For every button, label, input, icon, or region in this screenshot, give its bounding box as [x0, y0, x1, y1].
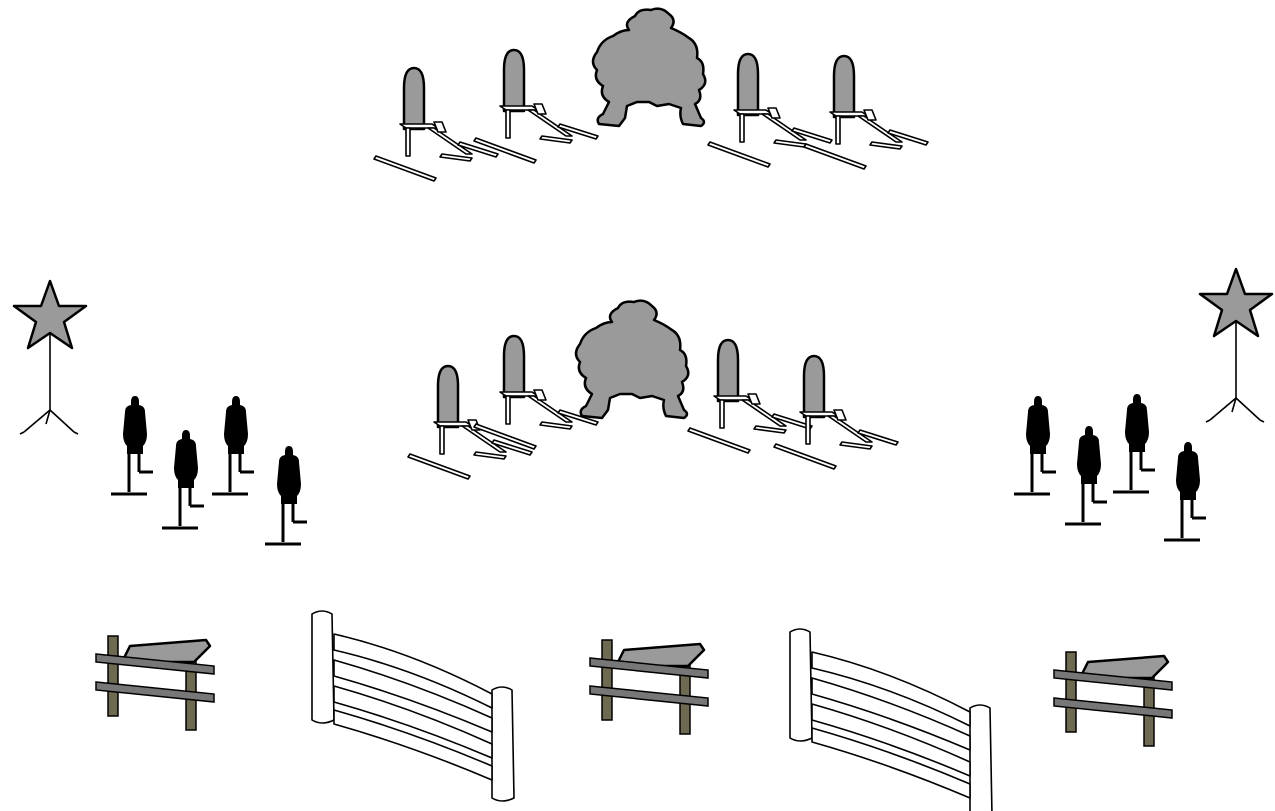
- steel-plate-target: [772, 354, 900, 471]
- black-silhouette-target: [109, 394, 155, 496]
- rest-fence-prop: [94, 634, 216, 732]
- star-target-left: [12, 279, 88, 436]
- steel-plate-target: [686, 338, 814, 455]
- wooden-fence-panel: [789, 628, 993, 811]
- black-silhouette-target: [263, 444, 309, 546]
- black-silhouette-target: [1063, 424, 1109, 526]
- rest-fence-prop: [1052, 650, 1174, 748]
- black-silhouette-target: [210, 394, 256, 496]
- steel-plate-target: [802, 54, 930, 171]
- steel-plate-target: [472, 48, 600, 165]
- black-silhouette-target: [1111, 392, 1157, 494]
- shooter-silhouette-target: [574, 299, 690, 420]
- steel-plate-target: [372, 66, 500, 183]
- shooter-silhouette-target: [591, 7, 707, 128]
- wooden-fence-panel: [311, 610, 515, 802]
- star-target-right: [1198, 267, 1274, 424]
- rest-fence-prop: [588, 638, 710, 736]
- black-silhouette-target: [1012, 394, 1058, 496]
- black-silhouette-target: [1162, 440, 1208, 542]
- black-silhouette-target: [160, 428, 206, 530]
